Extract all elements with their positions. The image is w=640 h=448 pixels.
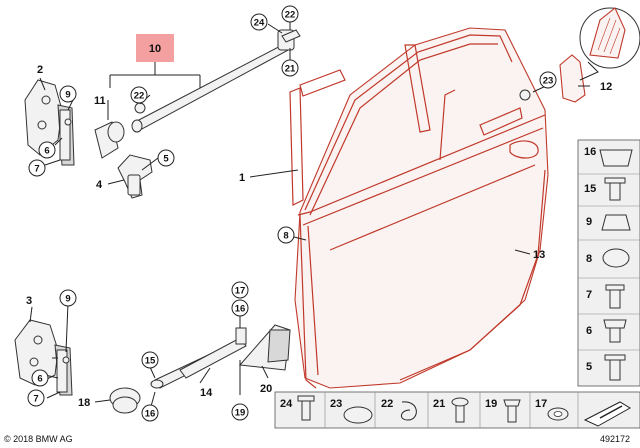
svg-text:22: 22	[134, 91, 145, 102]
svg-text:22: 22	[285, 10, 296, 21]
bolt-9-lower	[62, 356, 70, 364]
bracket-4	[117, 154, 153, 199]
svg-text:15: 15	[145, 356, 156, 367]
door-trim-12	[559, 54, 586, 103]
legend-23: 23	[330, 398, 342, 410]
callout-6-lower: 6	[31, 369, 49, 387]
circled-callouts: 24 22 21 9 6 7 5 22 23 15 16 17 19 9 6 7…	[27, 5, 557, 422]
door-strut-10	[131, 29, 301, 133]
callout-15: 15	[141, 351, 159, 369]
callout-3: 3	[26, 295, 32, 307]
callout-10: 10	[149, 43, 161, 55]
bolt-9-upper	[64, 118, 72, 126]
svg-text:16: 16	[145, 409, 156, 420]
callout-17: 17	[231, 281, 249, 299]
callout-12: 12	[600, 81, 612, 93]
ring-18	[109, 387, 141, 414]
grommet-11	[94, 121, 125, 159]
callout-7-upper: 7	[28, 159, 46, 177]
bracket-20	[238, 324, 291, 371]
callout-4: 4	[96, 179, 103, 191]
callout-23: 23	[539, 71, 557, 89]
legend-5: 5	[586, 361, 592, 373]
callout-16-bottom: 16	[141, 404, 159, 422]
svg-text:6: 6	[44, 146, 49, 157]
plain-callouts: 2 1 11 4 3 14 18 20 13 12	[26, 64, 612, 409]
svg-text:23: 23	[543, 76, 554, 87]
callout-5: 5	[157, 149, 175, 167]
svg-text:16: 16	[235, 304, 246, 315]
svg-text:9: 9	[65, 294, 70, 305]
legend-21: 21	[433, 398, 445, 410]
rear-door	[289, 27, 549, 389]
callout-11: 11	[94, 95, 106, 107]
svg-text:19: 19	[235, 408, 246, 419]
callout-9-lower: 9	[59, 289, 77, 307]
callout-22-top: 22	[281, 5, 299, 23]
diagram-id: 492172	[600, 434, 630, 444]
legend-right: 16 15 9 8 7 6 5	[577, 139, 640, 387]
callout-8: 8	[277, 226, 295, 244]
callout-24: 24	[250, 13, 268, 31]
legend-7: 7	[586, 289, 592, 301]
svg-text:17: 17	[235, 286, 246, 297]
detail-magnifier	[579, 7, 640, 81]
legend-16: 16	[584, 146, 596, 158]
legend-17: 17	[535, 398, 547, 410]
svg-text:6: 6	[37, 374, 42, 385]
svg-text:7: 7	[34, 164, 39, 175]
callout-14: 14	[200, 387, 213, 399]
callout-9-upper: 9	[59, 85, 77, 103]
svg-text:8: 8	[283, 231, 288, 242]
callout-2: 2	[37, 64, 43, 76]
svg-text:21: 21	[285, 64, 296, 75]
legend-6: 6	[586, 325, 592, 337]
legend-19: 19	[485, 398, 497, 410]
svg-text:9: 9	[65, 90, 70, 101]
legend-15: 15	[584, 183, 596, 195]
highlight-label-10: 10	[109, 34, 201, 88]
callout-7-lower: 7	[27, 389, 45, 407]
callout-1: 1	[239, 172, 245, 184]
callout-16-stack: 16	[231, 299, 249, 317]
callout-22-mid: 22	[130, 86, 148, 104]
callout-20: 20	[260, 383, 272, 395]
legend-9: 9	[586, 216, 592, 228]
callout-21-top: 21	[281, 59, 299, 77]
callout-18: 18	[78, 397, 90, 409]
copyright-text: © 2018 BMW AG	[4, 434, 73, 444]
clip-23	[519, 89, 531, 101]
legend-24: 24	[280, 398, 293, 410]
legend-bottom: 24 23 22 21 19 17	[274, 391, 640, 429]
svg-text:5: 5	[163, 154, 169, 165]
svg-text:24: 24	[254, 18, 265, 29]
check-arm-14	[150, 327, 247, 389]
callout-6-upper: 6	[38, 141, 56, 159]
legend-8: 8	[586, 253, 592, 265]
legend-22: 22	[381, 398, 393, 410]
callout-19: 19	[231, 403, 249, 421]
svg-text:7: 7	[33, 394, 38, 405]
callout-13: 13	[533, 249, 545, 261]
clip-22	[134, 102, 146, 114]
